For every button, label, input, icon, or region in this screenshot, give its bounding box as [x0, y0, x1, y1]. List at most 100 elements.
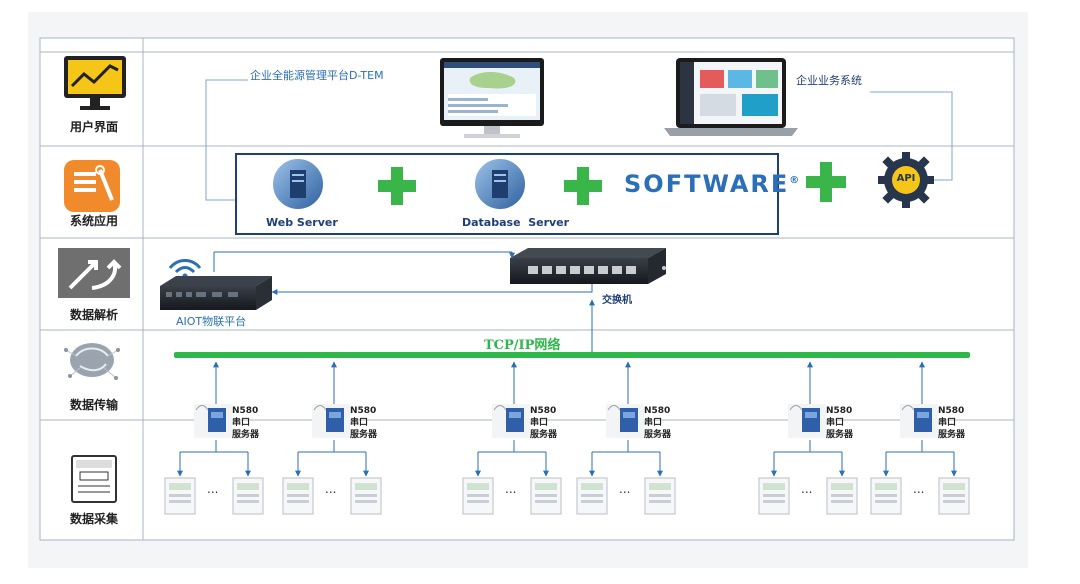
- serial-server-model: N580: [350, 406, 377, 416]
- meter-ellipsis: ...: [207, 482, 219, 496]
- tcpip-network-label: TCP/IP网络: [484, 338, 561, 353]
- meter-display: [763, 483, 785, 490]
- registered-mark: ®: [789, 175, 802, 186]
- serial-server-line2: 服务器: [350, 430, 378, 440]
- serial-server-port: [509, 412, 521, 418]
- plus-icon: [806, 162, 846, 202]
- meter-ellipsis: ...: [619, 482, 631, 496]
- software-wordmark: SOFTWARE®: [624, 170, 801, 198]
- energy-meter-icon: [71, 455, 117, 503]
- meter-display: [169, 483, 191, 490]
- aiot-platform-label: AIOT物联平台: [176, 315, 247, 328]
- serial-server-line2: 服务器: [938, 430, 966, 440]
- serial-server-body: [326, 408, 344, 432]
- serial-server-model: N580: [232, 406, 259, 416]
- meter-display: [649, 483, 671, 490]
- serial-server-line1: 串口: [350, 418, 369, 428]
- serial-server-model: N580: [938, 406, 965, 416]
- exchange-arrows-icon: [58, 248, 130, 298]
- network-switch-icon: [510, 248, 666, 284]
- serial-server-port: [329, 412, 341, 418]
- meter-display: [467, 483, 489, 490]
- serial-server-line2: 服务器: [530, 430, 558, 440]
- serial-server-line2: 服务器: [644, 430, 672, 440]
- meter-detail: [763, 494, 785, 497]
- meter-ellipsis: ...: [801, 482, 813, 496]
- serial-server-label: N580 串口服务器: [938, 405, 965, 441]
- api-label: API: [896, 173, 916, 184]
- tcpip-network-bar: [174, 352, 970, 358]
- plus-icon: [378, 167, 416, 205]
- meter-detail: [287, 494, 309, 497]
- chart-monitor-icon: [64, 56, 126, 110]
- meter-display: [287, 483, 309, 490]
- serial-server-body: [620, 408, 638, 432]
- web-server-label: Web Server: [266, 216, 338, 229]
- meter-detail: [237, 500, 259, 503]
- wifi-signal-icon: [607, 405, 621, 411]
- business-connector: [870, 91, 953, 181]
- platform-label: 企业全能源管理平台D-TEM: [250, 69, 384, 82]
- meter-detail: [831, 494, 853, 497]
- meter-detail: [467, 500, 489, 503]
- meter-display: [355, 483, 377, 490]
- tools-icon: [64, 160, 120, 212]
- serial-server-port: [917, 412, 929, 418]
- meter-detail: [237, 494, 259, 497]
- meter-detail: [875, 500, 897, 503]
- meter-detail: [763, 500, 785, 503]
- aiot-gateway-icon: [160, 259, 272, 310]
- serial-server-port: [805, 412, 817, 418]
- api-gear-icon: [878, 152, 934, 208]
- meter-display: [237, 483, 259, 490]
- wifi-signal-icon: [901, 405, 915, 411]
- meter-detail: [581, 500, 603, 503]
- serial-server-body: [914, 408, 932, 432]
- switch-label: 交换机: [602, 295, 632, 306]
- serial-server-line1: 串口: [530, 418, 549, 428]
- meter-display: [535, 483, 557, 490]
- meter-detail: [875, 494, 897, 497]
- meter-detail: [649, 494, 671, 497]
- serial-server-body: [802, 408, 820, 432]
- software-word: SOFTWARE: [624, 170, 790, 198]
- serial-server-line1: 串口: [644, 418, 663, 428]
- meter-display: [875, 483, 897, 490]
- meter-display: [943, 483, 965, 490]
- meter-display: [581, 483, 603, 490]
- serial-server-body: [208, 408, 226, 432]
- meter-ellipsis: ...: [505, 482, 517, 496]
- meter-detail: [943, 500, 965, 503]
- meter-detail: [943, 494, 965, 497]
- brain-network-icon: [64, 343, 120, 380]
- serial-server-label: N580 串口服务器: [530, 405, 557, 441]
- meter-detail: [169, 494, 191, 497]
- layer-label-transfer: 数据传输: [69, 398, 118, 412]
- serial-server-label: N580 串口服务器: [350, 405, 377, 441]
- database-server-icon: [473, 157, 527, 211]
- plus-icon: [564, 167, 602, 205]
- wifi-signal-icon: [313, 405, 327, 411]
- layer-label-collect: 数据采集: [69, 512, 118, 526]
- meter-detail: [355, 494, 377, 497]
- meter-detail: [649, 500, 671, 503]
- serial-server-line1: 串口: [938, 418, 957, 428]
- meter-display: [831, 483, 853, 490]
- serial-server-line2: 服务器: [826, 430, 854, 440]
- layer-label-ui: 用户界面: [69, 120, 118, 134]
- meter-detail: [831, 500, 853, 503]
- serial-server-line1: 串口: [826, 418, 845, 428]
- serial-server-layer: [164, 361, 970, 515]
- serial-server-model: N580: [530, 406, 557, 416]
- meter-detail: [169, 500, 191, 503]
- wifi-signal-icon: [195, 405, 209, 411]
- layer-label-app: 系统应用: [69, 214, 118, 228]
- serial-server-label: N580 串口服务器: [644, 405, 671, 441]
- database-server-label: Database Server: [462, 216, 570, 229]
- serial-server-model: N580: [644, 406, 671, 416]
- switch-to-aiot-arrow: [271, 284, 593, 295]
